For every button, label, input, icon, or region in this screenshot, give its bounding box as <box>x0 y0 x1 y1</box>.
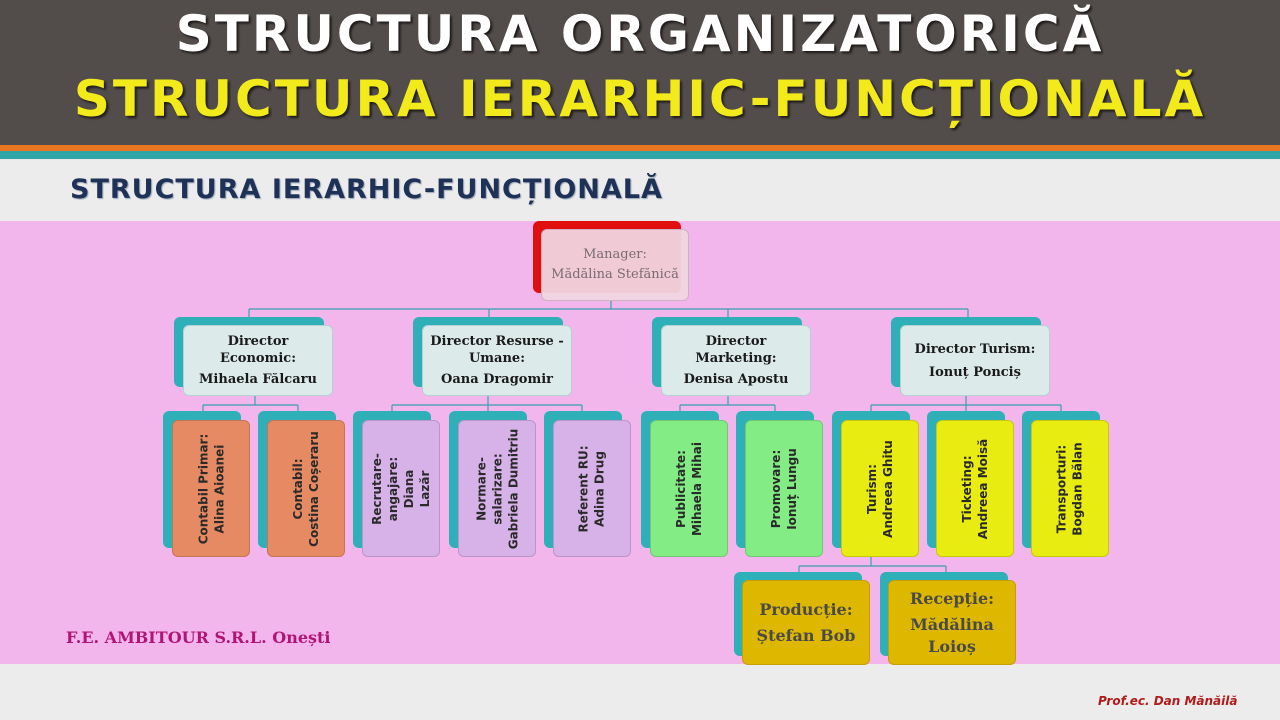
director-turism-box: Director Turism: Ionuț Ponciș <box>900 325 1050 396</box>
section-title: STRUCTURA IERARHIC-FUNCȚIONALĂ <box>70 174 663 205</box>
dept-turism-role: Turism: <box>865 463 879 514</box>
subunit-productie-title: Producție: <box>759 599 853 619</box>
director-economic-name: Mihaela Fălcaru <box>199 372 317 387</box>
dept-contabil-box: Contabil: Costina Coșeraru <box>267 420 345 557</box>
director-marketing-name: Denisa Apostu <box>683 372 789 387</box>
main-subtitle: STRUCTURA IERARHIC-FUNCȚIONALĂ <box>73 70 1207 128</box>
dept-referent-ru-name: Adina Drug <box>593 450 608 527</box>
dept-normare-line1: Normare- <box>474 456 488 521</box>
dept-referent-ru-box: Referent RU: Adina Drug <box>553 420 631 557</box>
dept-publicitate-box: Publicitate: Mihaela Mihai <box>650 420 728 557</box>
dept-turism-name: Andreea Ghitu <box>881 439 895 538</box>
director-ru-title: Director Resurse - Umane: <box>430 334 564 366</box>
dept-ticketing-role: Ticketing: <box>960 455 974 522</box>
dept-transporturi-box: Transporturi: Bogdan Bălan <box>1031 420 1109 557</box>
director-ru-name: Oana Dragomir <box>441 372 553 387</box>
dept-contabil-primar-role: Contabil Primar: <box>196 433 211 544</box>
dept-ticketing-box: Ticketing: Andreea Moisă <box>936 420 1014 557</box>
manager-title: Manager: <box>583 247 647 262</box>
dept-publicitate-role: Publicitate: <box>674 449 688 528</box>
director-ru-box: Director Resurse - Umane: Oana Dragomir <box>422 325 572 396</box>
dept-recrutare-box: Recrutare- angajare: Diana Lazăr <box>362 420 440 557</box>
subunit-productie-box: Producție: Ștefan Bob <box>742 580 870 665</box>
header-bar <box>0 0 1280 145</box>
dept-normare-line2: salarizare: <box>490 452 504 525</box>
header-stripe-orange <box>0 145 1280 151</box>
header-stripe-teal <box>0 151 1280 159</box>
dept-turism-box: Turism: Andreea Ghitu <box>841 420 919 557</box>
director-marketing-title: Director Marketing: <box>695 334 777 366</box>
dept-recrutare-line2: angajare: <box>385 456 400 521</box>
dept-recrutare-line3: Diana <box>401 469 416 508</box>
dept-contabil-role: Contabil: <box>291 457 306 520</box>
dept-referent-ru-role: Referent RU: <box>577 444 592 533</box>
dept-contabil-name: Costina Coșeraru <box>307 430 322 547</box>
main-title: STRUCTURA ORGANIZATORICĂ <box>175 5 1105 63</box>
manager-name: Mădălina Stefănică <box>551 267 679 282</box>
manager-box: Manager: Mădălina Stefănică <box>541 229 689 301</box>
subunit-receptie-box: Recepție: Mădălina Loioș <box>888 580 1016 665</box>
dept-transporturi-role: Transporturi: <box>1055 444 1070 533</box>
dept-contabil-primar-name: Alina Aioanei <box>212 444 227 533</box>
subunit-receptie-name: Mădălina Loioș <box>910 614 994 656</box>
director-turism-title: Director Turism: <box>914 341 1036 357</box>
dept-promovare-role: Promovare: <box>769 449 784 528</box>
dept-normare-line3: Gabriela Dumitriu <box>506 428 520 549</box>
dept-recrutare-line4: Lazăr <box>417 470 432 507</box>
dept-normare-box: Normare- salarizare: Gabriela Dumitriu <box>458 420 536 557</box>
dept-publicitate-name: Mihaela Mihai <box>690 441 704 536</box>
dept-ticketing-name: Andreea Moisă <box>976 438 990 539</box>
director-economic-box: Director Economic: Mihaela Fălcaru <box>183 325 333 396</box>
dept-promovare-name: Ionuț Lungu <box>785 447 800 530</box>
dept-recrutare-line1: Recrutare- <box>369 452 384 525</box>
director-marketing-box: Director Marketing: Denisa Apostu <box>661 325 811 396</box>
dept-transporturi-name: Bogdan Bălan <box>1071 441 1086 536</box>
director-turism-name: Ionuț Ponciș <box>929 364 1021 380</box>
subunit-productie-name: Ștefan Bob <box>756 625 856 645</box>
director-economic-title: Director Economic: <box>219 334 297 366</box>
subunit-receptie-title: Recepție: <box>909 588 995 608</box>
author-credit: Prof.ec. Dan Mănăilă <box>1098 694 1238 708</box>
dept-contabil-primar-box: Contabil Primar: Alina Aioanei <box>172 420 250 557</box>
dept-promovare-box: Promovare: Ionuț Lungu <box>745 420 823 557</box>
company-name: F.E. AMBITOUR S.R.L. Onești <box>66 628 331 647</box>
